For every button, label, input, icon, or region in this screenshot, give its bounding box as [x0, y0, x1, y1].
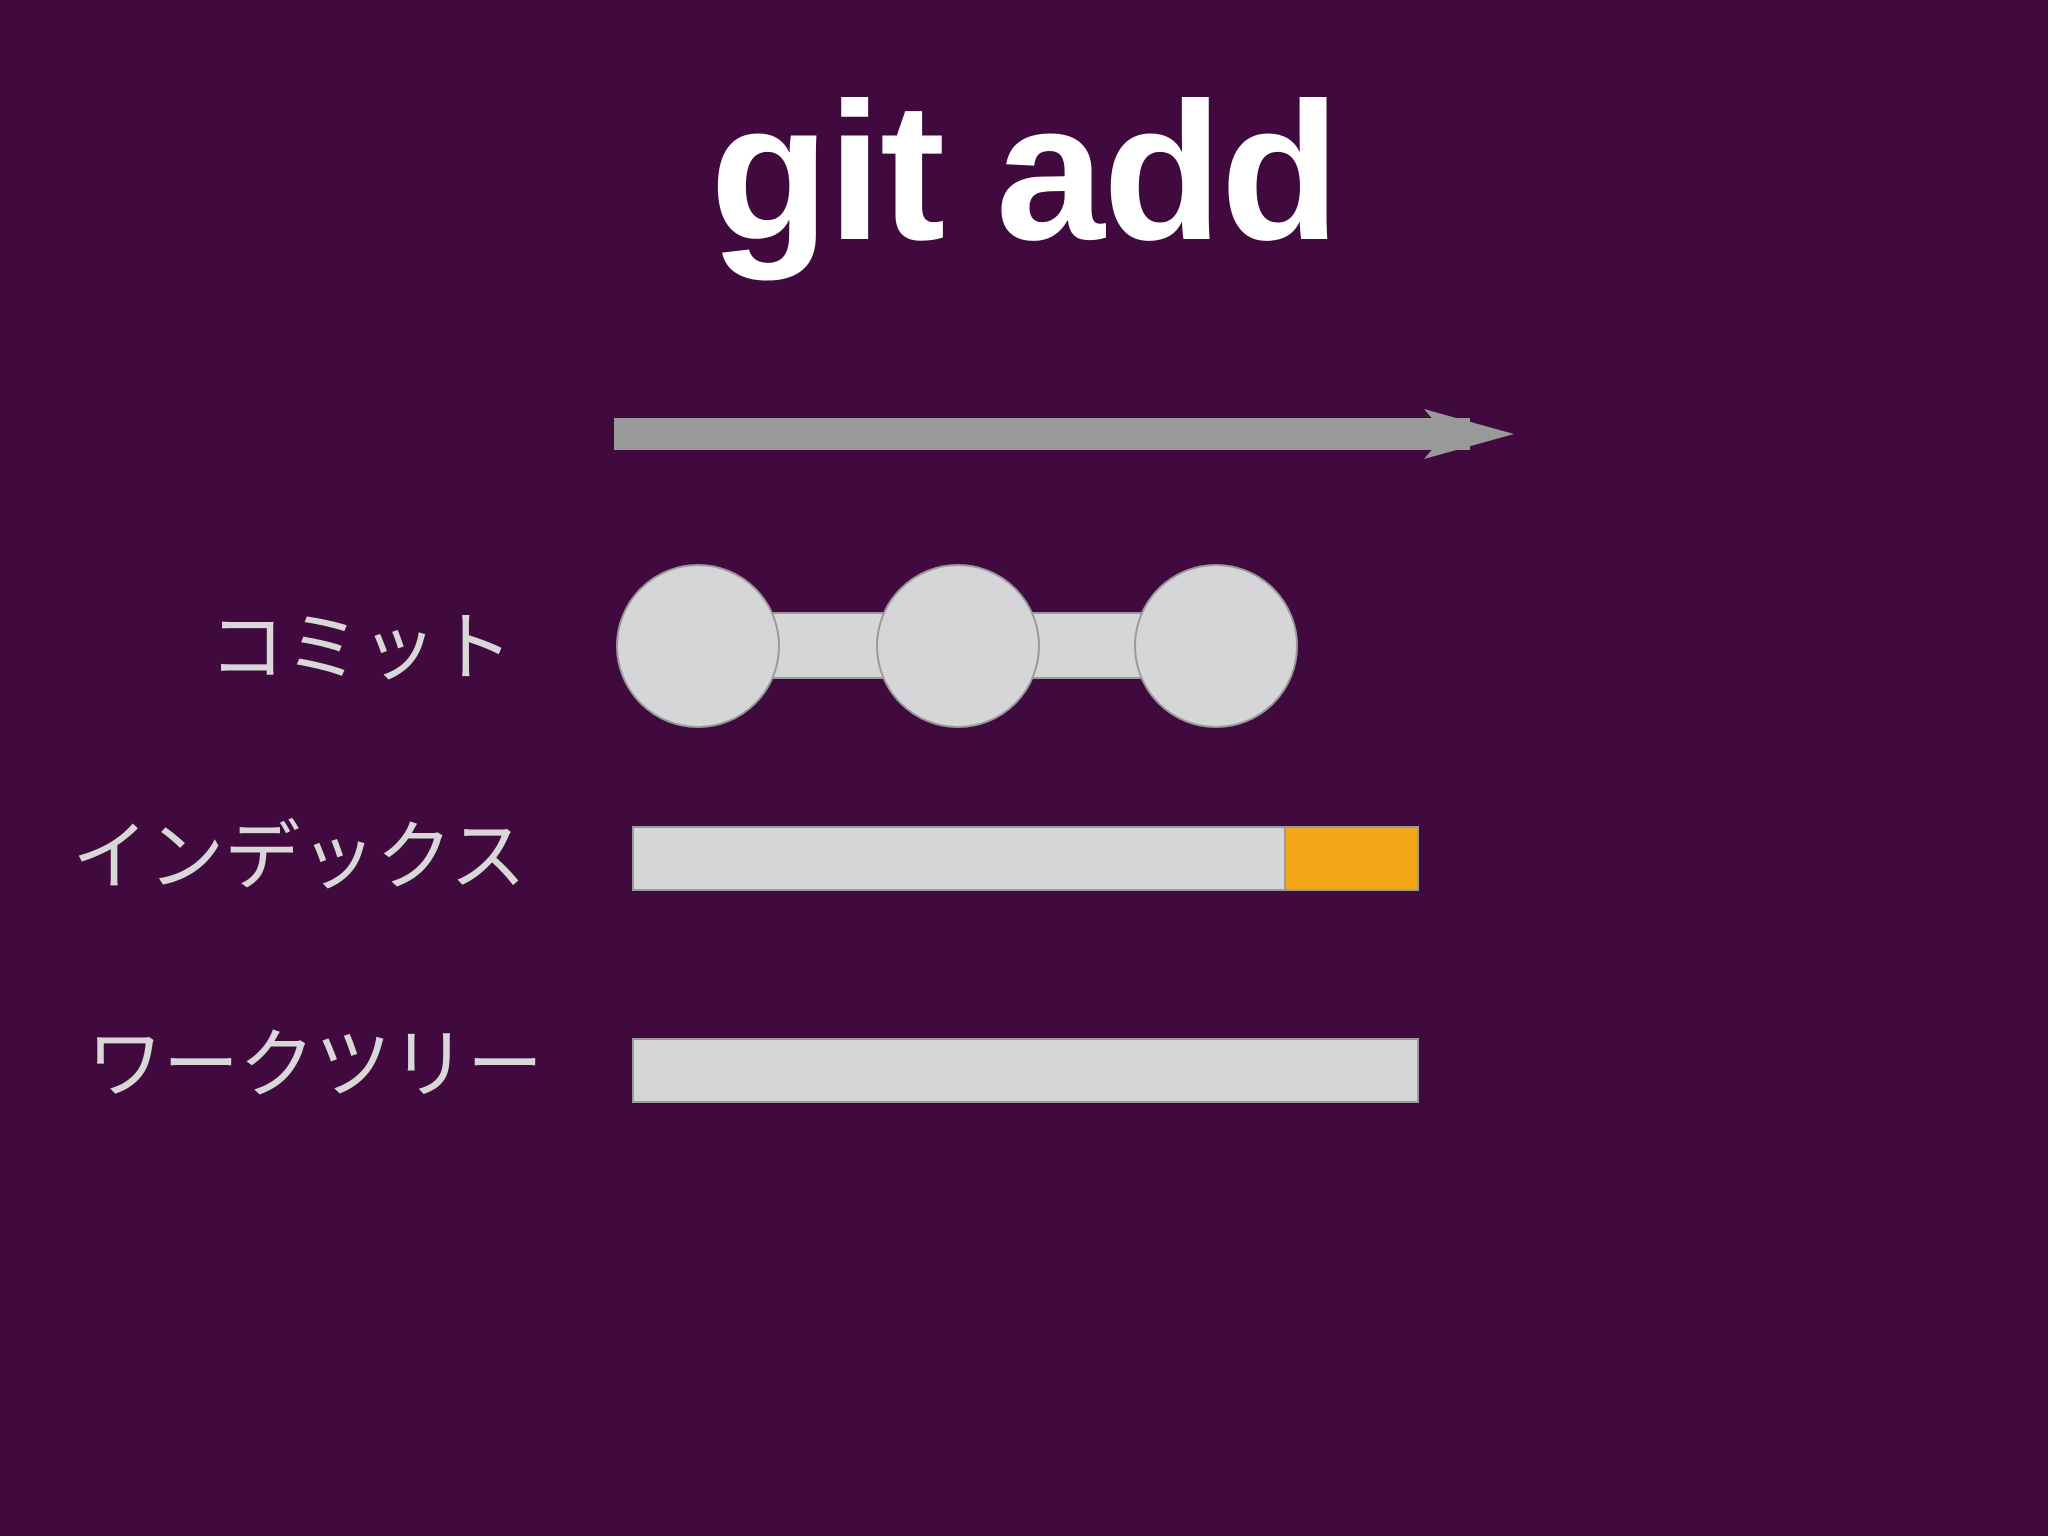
worktree-bar [632, 1038, 1419, 1103]
index-new-change-segment [1283, 828, 1417, 889]
index-bar [632, 826, 1419, 891]
index-label: インデックス [72, 812, 526, 901]
commit-node [876, 564, 1040, 728]
slide-title: git add [709, 62, 1340, 281]
timeline-arrow-shaft [614, 418, 1470, 450]
worktree-label: ワークツリー [87, 1020, 543, 1109]
commit-node [616, 564, 780, 728]
timeline-arrow-tip-bar [1440, 418, 1470, 450]
timeline-arrow [614, 409, 1514, 459]
commits-label: コミット [209, 603, 513, 692]
index-staged-segment [634, 828, 1284, 889]
commit-chain [616, 564, 1298, 728]
commit-node [1134, 564, 1298, 728]
